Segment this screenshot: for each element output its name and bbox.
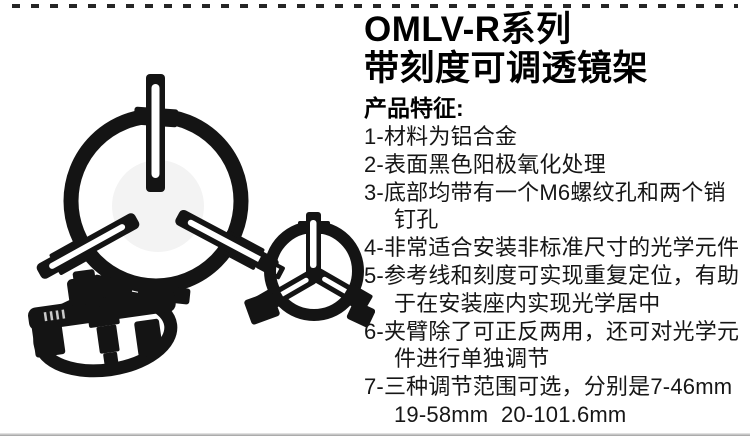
feature-line: 2-表面黑色阳极氧化处理 — [364, 151, 606, 177]
feature-item-5: 5-参考线和刻度可实现重复定位，有助 于在安装座内实现光学居中 — [364, 262, 748, 318]
feature-line: 3-底部均带有一个M6螺纹孔和两个销 — [364, 179, 726, 205]
product-info-column: OMLV-R系列 带刻度可调透镜架 产品特征: 1-材料为铝合金 2-表面黑色阳… — [364, 10, 748, 429]
lens-mount-angled-icon — [28, 269, 178, 378]
feature-item-2: 2-表面黑色阳极氧化处理 — [364, 151, 748, 179]
feature-line-continuation: 件进行单独调节 — [394, 346, 550, 372]
bottom-border-line — [0, 433, 750, 436]
product-photo — [0, 70, 376, 415]
feature-line: 6-夹臂除了可正反两用，还可对光学元 — [364, 318, 740, 344]
lens-mount-large-icon — [36, 74, 285, 305]
product-name-title: 带刻度可调透镜架 — [364, 49, 649, 88]
feature-line-continuation: 于在安装座内实现光学居中 — [394, 290, 661, 316]
feature-item-6: 6-夹臂除了可正反两用，还可对光学元 件进行单独调节 — [364, 318, 748, 374]
feature-line: 7-三种调节范围可选，分别是7-46mm — [364, 374, 733, 400]
feature-list: 1-材料为铝合金 2-表面黑色阳极氧化处理 3-底部均带有一个M6螺纹孔和两个销… — [364, 123, 748, 429]
feature-item-1: 1-材料为铝合金 — [364, 123, 748, 151]
feature-item-4: 4-非常适合安装非标准尺寸的光学元件 — [364, 234, 748, 262]
feature-line-continuation: 钉孔 — [394, 207, 439, 233]
feature-line: 4-非常适合安装非标准尺寸的光学元件 — [364, 235, 740, 261]
lens-mounts-illustration — [28, 74, 376, 378]
feature-item-7: 7-三种调节范围可选，分别是7-46mm 19-58mm 20-101.6mm — [364, 373, 748, 429]
feature-line-continuation: 19-58mm 20-101.6mm — [394, 401, 627, 427]
dashed-divider-top — [12, 4, 738, 8]
feature-item-3: 3-底部均带有一个M6螺纹孔和两个销 钉孔 — [364, 179, 748, 235]
product-series-title: OMLV-R系列 — [364, 10, 572, 49]
lens-mount-small-icon — [244, 212, 376, 328]
features-heading: 产品特征: — [364, 95, 464, 121]
feature-line: 5-参考线和刻度可实现重复定位，有助 — [364, 262, 740, 288]
feature-line: 1-材料为铝合金 — [364, 124, 518, 149]
